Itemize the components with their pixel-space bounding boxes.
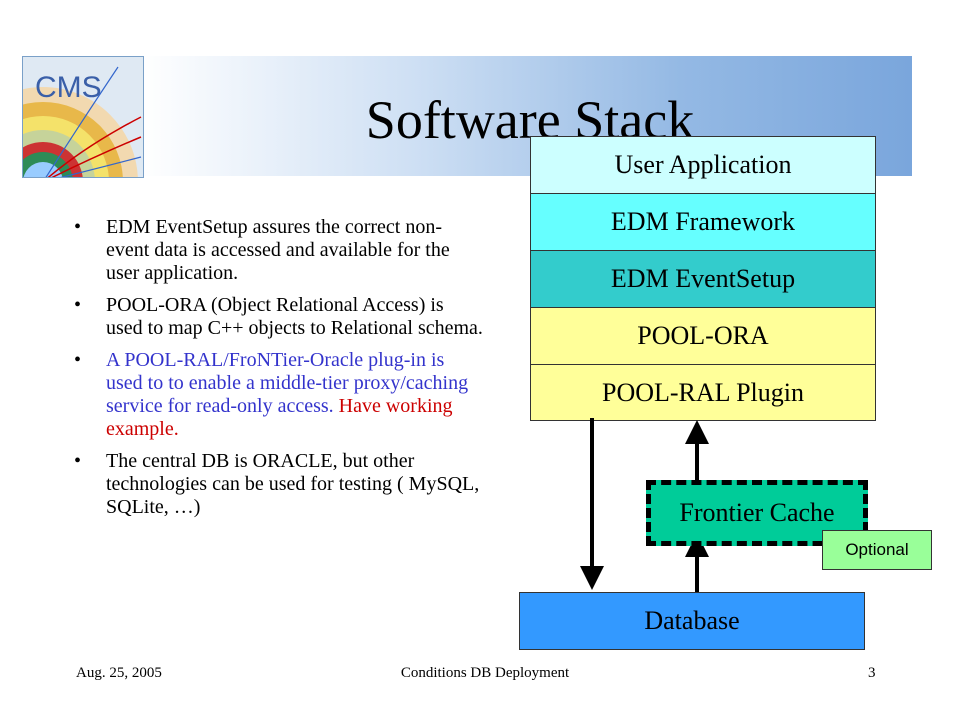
bullet-marker: • xyxy=(74,216,82,238)
cms-logo-graphic: CMS xyxy=(23,57,143,177)
bullet-item: • POOL-ORA (Object Relational Access) is … xyxy=(74,294,484,340)
footer-title: Conditions DB Deployment xyxy=(400,665,570,681)
bullet-text: Have working example. xyxy=(106,395,453,440)
footer-page-number: 3 xyxy=(868,665,876,681)
bullet-marker: • xyxy=(74,349,82,371)
database-box: Database xyxy=(519,592,865,650)
bullet-marker: • xyxy=(74,294,82,316)
stack-layer: POOL-ORA xyxy=(531,308,875,365)
bullet-text: The central DB is ORACLE, but other tech… xyxy=(106,450,480,518)
bullet-item: • EDM EventSetup assures the correct non-… xyxy=(74,216,484,285)
footer-date: Aug. 25, 2005 xyxy=(76,665,162,681)
bullet-item: • A POOL-RAL/FroNTier-Oracle plug-in is u… xyxy=(74,349,484,441)
bullet-text: A POOL-RAL/FroNTier-Oracle plug-in is us… xyxy=(106,349,469,417)
cms-logo: CMS xyxy=(22,56,144,178)
bullet-marker: • xyxy=(74,450,82,472)
stack-layer: EDM Framework xyxy=(531,194,875,251)
bullet-item: • The central DB is ORACLE, but other tec… xyxy=(74,450,484,519)
bullet-text: POOL-ORA (Object Relational Access) is u… xyxy=(106,294,483,339)
optional-label: Optional xyxy=(822,530,932,570)
bullet-text: EDM EventSetup assures the correct non-e… xyxy=(106,216,450,284)
stack-layer: EDM EventSetup xyxy=(531,251,875,308)
cms-logo-text: CMS xyxy=(35,71,102,104)
stack-layer: User Application xyxy=(531,137,875,194)
stack-layer: POOL-RAL Plugin xyxy=(531,365,875,420)
bullet-list: • EDM EventSetup assures the correct non-… xyxy=(74,216,484,528)
